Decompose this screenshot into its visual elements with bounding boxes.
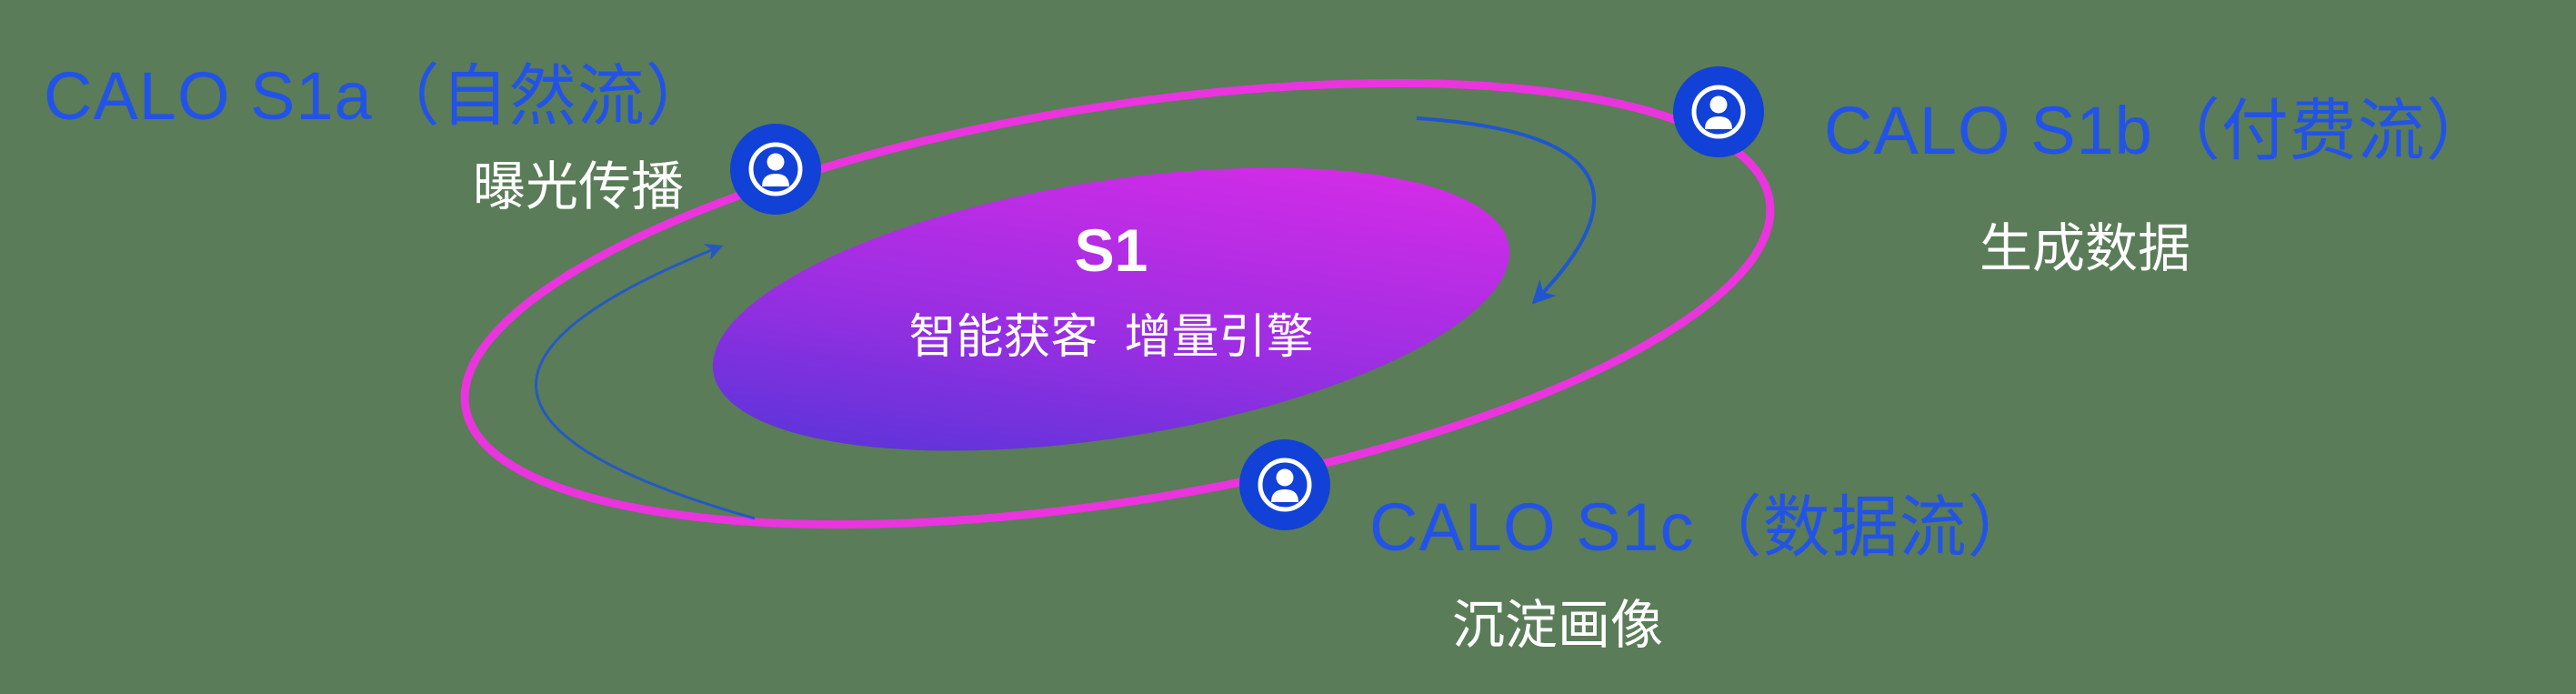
core-ellipse <box>712 167 1510 451</box>
user-node-s1c <box>1239 439 1330 530</box>
label-s1c-subtitle: 沉淀画像 <box>1451 596 1664 655</box>
label-s1c-title: CALO S1c（数据流） <box>1369 489 2036 565</box>
label-s1b-subtitle: 生成数据 <box>1979 219 2191 278</box>
flow-arrow-left <box>535 243 756 520</box>
core-title: S1 <box>1074 216 1148 284</box>
label-s1a-subtitle: 曝光传播 <box>472 157 685 216</box>
label-s1b-title: CALO S1b（付费流） <box>1824 93 2494 168</box>
flow-arrow-right <box>1416 116 1597 305</box>
core-subtitle: 智能获客 增量引擎 <box>908 310 1314 364</box>
orbit-ring <box>460 78 1775 529</box>
user-node-s1a <box>730 124 821 215</box>
user-node-s1b <box>1673 66 1764 157</box>
core-label: S1 智能获客 增量引擎 <box>909 216 1314 367</box>
person-icon <box>748 142 803 196</box>
person-icon <box>1258 458 1312 512</box>
label-s1a-title: CALO S1a（自然流） <box>44 58 714 134</box>
person-icon <box>1691 85 1746 139</box>
